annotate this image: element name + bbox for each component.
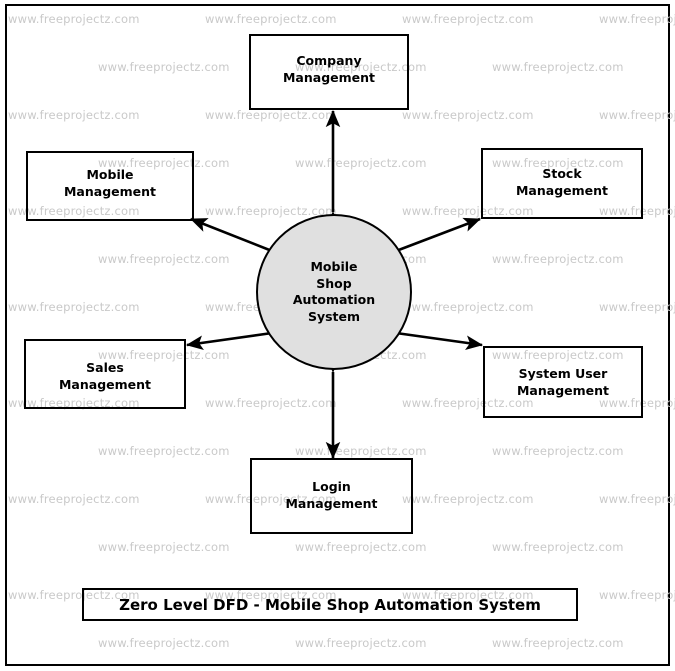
entity-label-company-management: Company Management	[282, 53, 375, 86]
entity-system-user-management[interactable]: System User Management	[483, 346, 643, 418]
flow-system-user-management	[379, 323, 484, 350]
entity-stock-management[interactable]: Stock Management	[481, 148, 643, 219]
watermark-text: www.freeprojectz.com	[599, 300, 675, 314]
entity-label-mobile-management: Mobile Management	[63, 167, 156, 200]
entity-login-management[interactable]: Login Management	[250, 458, 413, 534]
watermark-text: www.freeprojectz.com	[295, 444, 427, 458]
watermark-text: www.freeprojectz.com	[492, 540, 624, 554]
flow-sales-management	[185, 323, 289, 350]
watermark-text: www.freeprojectz.com	[8, 492, 140, 506]
process-mobile-shop-automation-system[interactable]: Mobile Shop Automation System	[256, 214, 412, 370]
watermark-text: www.freeprojectz.com	[492, 60, 624, 74]
watermark-text: www.freeprojectz.com	[98, 636, 230, 650]
watermark-text: www.freeprojectz.com	[295, 156, 427, 170]
watermark-text: www.freeprojectz.com	[295, 636, 427, 650]
entity-label-system-user-management: System User Management	[516, 366, 609, 399]
watermark-text: www.freeprojectz.com	[205, 396, 337, 410]
watermark-text: www.freeprojectz.com	[8, 12, 140, 26]
watermark-text: www.freeprojectz.com	[8, 300, 140, 314]
watermark-text: www.freeprojectz.com	[402, 300, 534, 314]
watermark-text: www.freeprojectz.com	[402, 492, 534, 506]
watermark-text: www.freeprojectz.com	[98, 540, 230, 554]
watermark-text: www.freeprojectz.com	[599, 108, 675, 122]
watermark-text: www.freeprojectz.com	[492, 252, 624, 266]
entity-label-stock-management: Stock Management	[515, 166, 608, 199]
watermark-text: www.freeprojectz.com	[98, 60, 230, 74]
entity-mobile-management[interactable]: Mobile Management	[26, 151, 194, 221]
watermark-text: www.freeprojectz.com	[599, 12, 675, 26]
watermark-text: www.freeprojectz.com	[599, 492, 675, 506]
process-label: Mobile Shop Automation System	[292, 259, 376, 324]
watermark-text: www.freeprojectz.com	[98, 444, 230, 458]
watermark-text: www.freeprojectz.com	[205, 108, 337, 122]
watermark-text: www.freeprojectz.com	[205, 12, 337, 26]
flow-mobile-management	[190, 217, 290, 264]
entity-label-login-management: Login Management	[285, 479, 378, 512]
entity-label-sales-management: Sales Management	[58, 360, 151, 393]
watermark-text: www.freeprojectz.com	[492, 444, 624, 458]
watermark-text: www.freeprojectz.com	[402, 12, 534, 26]
entity-sales-management[interactable]: Sales Management	[24, 339, 186, 409]
watermark-text: www.freeprojectz.com	[295, 540, 427, 554]
watermark-text: www.freeprojectz.com	[98, 252, 230, 266]
diagram-caption-box: Zero Level DFD - Mobile Shop Automation …	[82, 588, 578, 621]
diagram-caption-text: Zero Level DFD - Mobile Shop Automation …	[119, 595, 541, 614]
flow-stock-management	[378, 217, 481, 264]
watermark-text: www.freeprojectz.com	[8, 108, 140, 122]
entity-company-management[interactable]: Company Management	[249, 34, 409, 110]
watermark-text: www.freeprojectz.com	[402, 108, 534, 122]
watermark-text: www.freeprojectz.com	[599, 588, 675, 602]
watermark-text: www.freeprojectz.com	[492, 636, 624, 650]
